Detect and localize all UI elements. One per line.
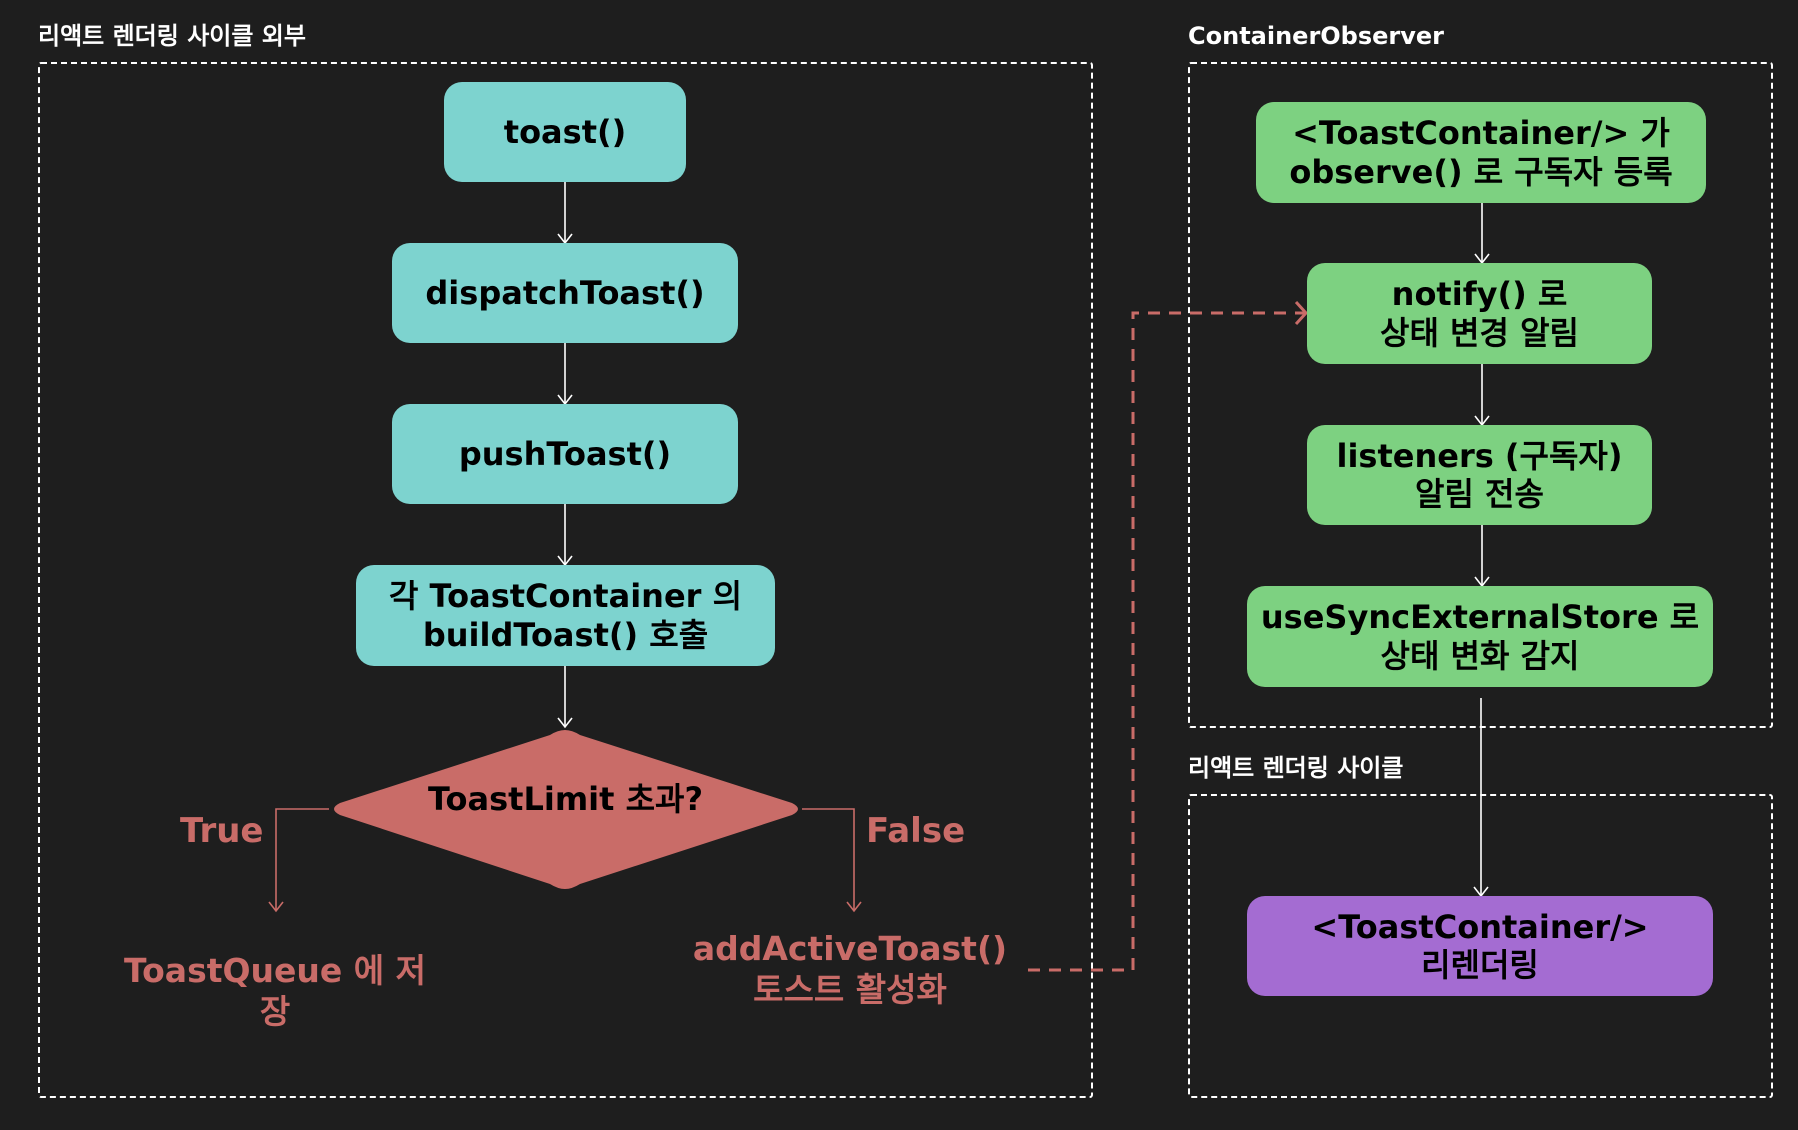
rerender-node: <ToastContainer/> 리렌더링 [1247, 896, 1713, 996]
subscribe-node: <ToastContainer/> 가 observe() 로 구독자 등록 [1256, 102, 1706, 203]
outside-group-label: 리액트 렌더링 사이클 외부 [38, 22, 306, 50]
false-label: False [866, 811, 966, 851]
toast-queue-result: ToastQueue 에 저장 [124, 951, 426, 1032]
true-label: True [180, 811, 264, 851]
toast-node: toast() [444, 82, 686, 182]
render-group-label: 리액트 렌더링 사이클 [1188, 754, 1404, 782]
observer-group-label: ContainerObserver [1188, 22, 1445, 50]
build-toast-node: 각 ToastContainer 의 buildToast() 호출 [356, 565, 775, 666]
push-toast-node: pushToast() [392, 404, 738, 504]
sync-external-store-node: useSyncExternalStore 로 상태 변화 감지 [1247, 586, 1713, 687]
listeners-node: listeners (구독자) 알림 전송 [1307, 425, 1652, 525]
decision-label: ToastLimit 초과? [427, 780, 704, 818]
dispatch-toast-node: dispatchToast() [392, 243, 738, 343]
notify-node: notify() 로 상태 변경 알림 [1307, 263, 1652, 364]
add-active-toast-result: addActiveToast() 토스트 활성화 [692, 929, 1008, 1010]
